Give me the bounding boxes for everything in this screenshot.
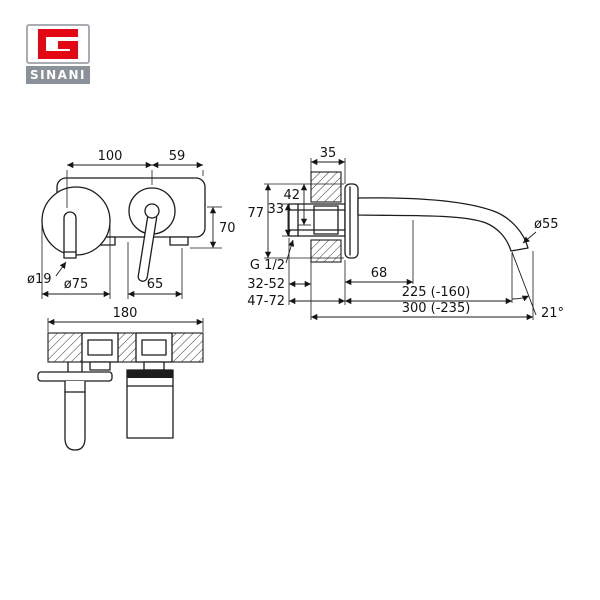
dim-spray-angle: 21° bbox=[511, 251, 564, 321]
dim-vertical-group: 42 33 77 bbox=[247, 183, 344, 259]
dim-label-100: 100 bbox=[98, 149, 123, 164]
dim-reach: 225 (-160) 300 (-235) bbox=[311, 251, 534, 321]
dim-label-300: 300 (-235) bbox=[402, 301, 471, 316]
dim-width: 100 59 bbox=[66, 149, 204, 208]
dim-label-42: 42 bbox=[283, 188, 300, 203]
body-section bbox=[47, 332, 204, 363]
brand-logo: SINANI bbox=[26, 24, 90, 84]
dim-total-width: 180 bbox=[47, 306, 204, 332]
dim-label-180: 180 bbox=[113, 306, 138, 321]
dim-spout-diameter: ø19 bbox=[27, 261, 67, 287]
g-letter-icon bbox=[38, 29, 78, 59]
dim-label-35: 35 bbox=[320, 146, 337, 161]
mounting-tab-right bbox=[169, 236, 189, 246]
dim-68: 68 bbox=[345, 220, 414, 286]
spout-tube bbox=[64, 381, 86, 451]
dim-wall-thickness: 35 bbox=[310, 146, 346, 184]
dim-label-d55: ø55 bbox=[534, 217, 559, 232]
cartridge-seal bbox=[127, 370, 173, 378]
dim-label-d19: ø19 bbox=[27, 272, 52, 287]
wall-section-top bbox=[310, 171, 342, 203]
dim-height: 70 bbox=[190, 206, 236, 249]
dim-outlet-diameter: ø55 bbox=[522, 217, 559, 244]
cartridge-slot bbox=[135, 332, 173, 363]
dim-label-77: 77 bbox=[247, 206, 264, 221]
side-view: 35 42 33 77 G 1/2 bbox=[247, 146, 564, 321]
dim-label-65: 65 bbox=[147, 277, 164, 292]
dim-label-33: 33 bbox=[267, 202, 284, 217]
rosette-edge bbox=[37, 371, 113, 382]
escutcheon bbox=[344, 183, 359, 259]
dim-label-70: 70 bbox=[219, 221, 236, 236]
brand-logo-mark bbox=[26, 24, 90, 64]
brand-name: SINANI bbox=[26, 66, 90, 84]
front-view: 100 59 70 ø19 ø75 bbox=[27, 149, 236, 299]
dim-label-68: 68 bbox=[371, 266, 388, 281]
handle-pin bbox=[144, 203, 160, 219]
dim-rosette-diameter: ø75 bbox=[41, 224, 111, 299]
dim-label-32-52: 32-52 bbox=[247, 277, 285, 292]
dim-label-47-72: 47-72 bbox=[247, 294, 285, 309]
spout-side bbox=[357, 197, 529, 252]
dim-handle-offset: 65 bbox=[127, 242, 183, 299]
cartridge-body bbox=[126, 369, 174, 439]
dim-label-59: 59 bbox=[169, 149, 186, 164]
dim-label-225: 225 (-160) bbox=[402, 285, 471, 300]
plan-view: 180 bbox=[37, 306, 204, 451]
spout-front bbox=[63, 211, 77, 259]
wall-section-bottom bbox=[310, 239, 342, 263]
dim-label-21deg: 21° bbox=[541, 306, 564, 321]
thread-label: G 1/2 bbox=[250, 258, 285, 273]
thread-callout: G 1/2 bbox=[250, 239, 295, 273]
dim-label-d75: ø75 bbox=[64, 277, 89, 292]
